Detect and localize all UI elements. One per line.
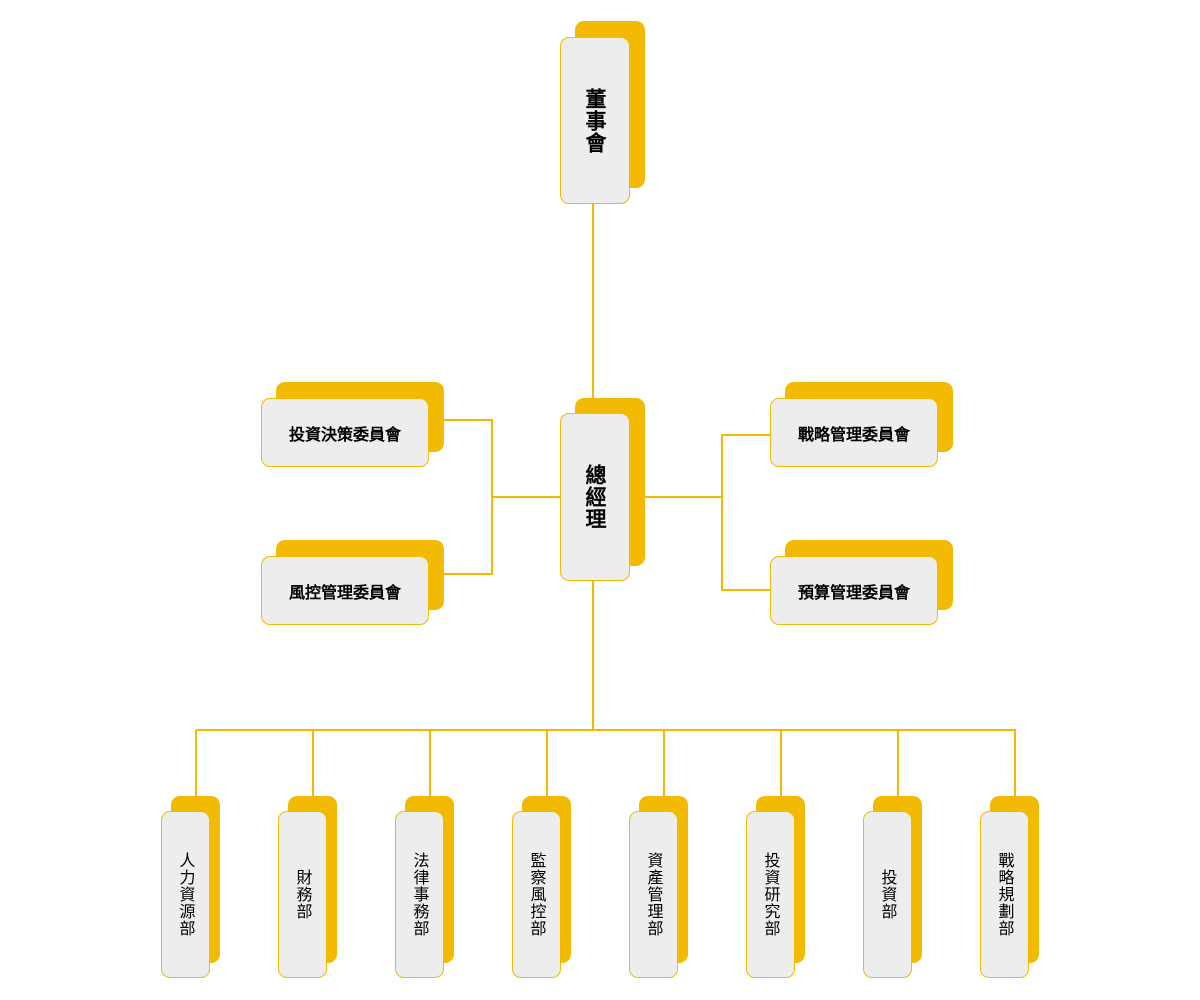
node-label: 董事會 (583, 87, 607, 154)
node-box: 總經理 (560, 413, 630, 581)
connector-left-committees (444, 419, 493, 575)
node-box: 投資決策委員會 (261, 398, 429, 467)
node-box: 法律事務部 (395, 811, 444, 978)
node-label: 法律事務部 (410, 852, 430, 937)
node-label: 風控管理委員會 (288, 582, 401, 602)
node-box: 投資研究部 (746, 811, 795, 978)
node-label: 預算管理委員會 (797, 582, 910, 602)
node-label: 戰略管理委員會 (797, 424, 910, 444)
node-box: 風控管理委員會 (261, 556, 429, 625)
node-label: 人力資源部 (176, 852, 196, 937)
node-label: 總經理 (583, 464, 607, 530)
node-label: 財務部 (293, 869, 313, 920)
node-label: 投資決策委員會 (288, 424, 401, 444)
node-box: 監察風控部 (512, 811, 561, 978)
node-box: 預算管理委員會 (770, 556, 938, 625)
node-box: 戰略規劃部 (980, 811, 1029, 978)
node-label: 戰略規劃部 (995, 852, 1015, 937)
node-box: 財務部 (278, 811, 327, 978)
node-label: 監察風控部 (527, 852, 547, 937)
node-label: 資產管理部 (644, 852, 664, 937)
node-label: 投資部 (878, 869, 898, 920)
connector-right-committees (721, 434, 770, 591)
node-label: 投資研究部 (761, 852, 781, 937)
node-box: 投資部 (863, 811, 912, 978)
node-box: 人力資源部 (161, 811, 210, 978)
node-box: 資產管理部 (629, 811, 678, 978)
node-box: 戰略管理委員會 (770, 398, 938, 467)
node-box: 董事會 (560, 37, 630, 204)
